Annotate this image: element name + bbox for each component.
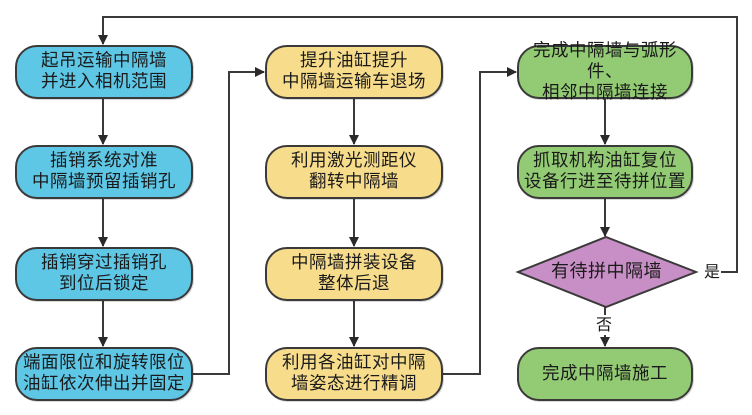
step-reset-and-advance: 抓取机构油缸复位 设备行进至待拼位置: [517, 145, 693, 199]
step-text: 插销系统对准 中隔墙预留插销孔: [32, 151, 176, 192]
step-text: 利用激光测距仪 翻转中隔墙: [291, 151, 417, 192]
step-text: 提升油缸提升 中隔墙运输车退场: [282, 51, 426, 92]
step-laser-flip-wall: 利用激光测距仪 翻转中隔墙: [265, 145, 443, 199]
step-fine-adjust-posture: 利用各油缸对中隔 墙姿态进行精调: [265, 347, 443, 401]
connector-c2-to-c3: [443, 67, 517, 375]
step-pin-lock: 插销穿过插销孔 到位后锁定: [15, 247, 193, 301]
connector-c1-to-c2: [193, 67, 265, 375]
step-align-pin-system: 插销系统对准 中隔墙预留插销孔: [15, 145, 193, 199]
decision-yes-label: 是: [703, 262, 722, 281]
decision-no-label: 否: [596, 315, 613, 335]
step-text: 中隔墙拼装设备 整体后退: [291, 253, 417, 294]
step-text: 插销穿过插销孔 到位后锁定: [41, 253, 167, 294]
step-lift-transport-wall: 起吊运输中隔墙 并进入相机范围: [15, 45, 193, 99]
step-text: 端面限位和旋转限位 油缸依次伸出并固定: [23, 353, 185, 394]
step-lift-cylinder-vehicle-exit: 提升油缸提升 中隔墙运输车退场: [265, 45, 443, 99]
step-text: 完成中隔墙施工: [542, 363, 668, 384]
decision-diamond: [515, 235, 699, 309]
decision-text: 有待拼中隔墙: [551, 261, 662, 282]
step-equipment-retreat: 中隔墙拼装设备 整体后退: [265, 247, 443, 301]
step-text: 抓取机构油缸复位 设备行进至待拼位置: [524, 151, 686, 192]
step-connect-wall: 完成中隔墙与弧形件、 相邻中隔墙连接: [517, 41, 693, 103]
step-text: 利用各油缸对中隔 墙姿态进行精调: [282, 353, 426, 394]
step-limit-cylinders-fix: 端面限位和旋转限位 油缸依次伸出并固定: [15, 347, 193, 401]
step-text: 起吊运输中隔墙 并进入相机范围: [41, 51, 167, 92]
step-complete-construction: 完成中隔墙施工: [517, 347, 693, 401]
loop-back-connector: [98, 16, 738, 273]
step-text: 完成中隔墙与弧形件、 相邻中隔墙连接: [533, 40, 677, 103]
